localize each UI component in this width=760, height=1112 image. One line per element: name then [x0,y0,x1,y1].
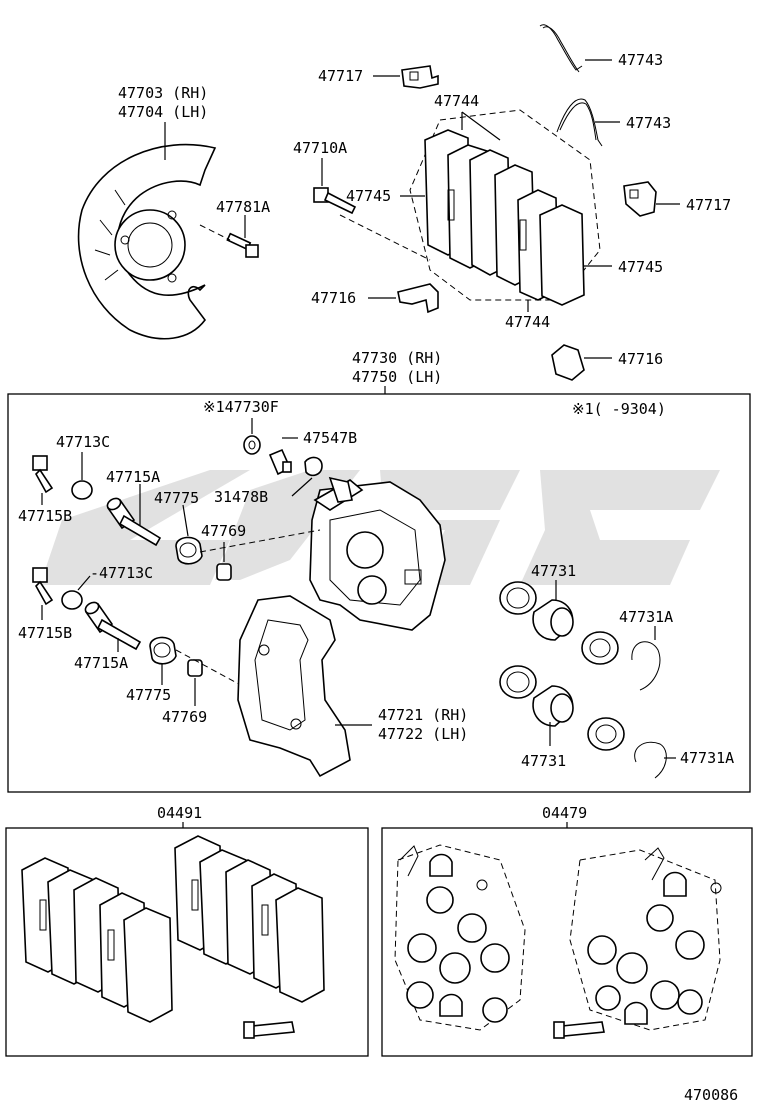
label-47744-bottom: 47744 [505,313,550,331]
label-47750: 47750 (LH) [352,368,442,386]
label-47715A-bottom: 47715A [74,654,128,672]
clip-47717-top [401,65,439,89]
pad-kit-box [5,827,369,1057]
bolt-47710A [313,187,357,215]
label-47715A-top: 47715A [106,468,160,486]
guide-pin-47715A-bottom [84,601,142,651]
dust-shield [77,143,217,340]
bolt-47715B-bottom [32,567,54,606]
label-47704: 47704 (LH) [118,103,208,121]
label-47731A-upper: 47731A [619,608,673,626]
bolt-47781A [226,232,259,258]
clip-47716-left [397,283,439,314]
label-147730F: ※147730F [203,398,279,416]
label-47716-right: 47716 [618,350,663,368]
label-47715B-bottom: 47715B [18,624,72,642]
label-47715B-top: 47715B [18,507,72,525]
label-47713C-bottom: -47713C [90,564,153,582]
label-47743-top: 47743 [618,51,663,69]
leader-31478B [291,477,313,497]
label-47716-left: 47716 [311,289,356,307]
leader-47744-top2 [461,111,501,141]
seal-kit-left [394,844,526,1031]
piston-seal-upper [499,581,537,615]
piston-boot-lower [587,717,625,751]
guide-pin-47715A-top [106,497,162,547]
label-47547B: 47547B [303,429,357,447]
bush-47769-top [216,563,232,581]
piston-seal-lower [499,665,537,699]
label-47713C-top: 47713C [56,433,110,451]
seal-kit-box [381,827,753,1057]
seal-kit-guide-pin [553,1021,605,1039]
label-04479: 04479 [542,804,587,822]
brake-pads-top [424,129,585,306]
boot-47775-top [175,536,203,565]
dash-pin-bottom [175,649,251,691]
label-47745-left: 47745 [346,187,391,205]
mounting-bracket [237,595,351,778]
bush-47769-bottom [187,659,203,677]
bleeder-47547B [268,448,292,476]
pad-kit-guide-pin [243,1021,295,1039]
label-47745-right: 47745 [618,258,663,276]
label-47717-top: 47717 [318,67,363,85]
label-47730: 47730 (RH) [352,349,442,367]
pad-kit-left-group [21,857,173,1023]
seal-kit-right [569,847,722,1031]
caliper-assembly-box [7,393,751,793]
boot-47775-bottom [149,636,177,665]
dash-47710A [339,214,431,261]
label-47731-lower: 47731 [521,752,566,770]
leader-47775-top [182,504,189,537]
piston-upper [532,599,574,641]
label-47703: 47703 (RH) [118,84,208,102]
label-47743-mid: 47743 [626,114,671,132]
piston-lower [532,685,574,727]
retaining-ring-lower [634,741,667,779]
washer-147730F [243,435,261,455]
bolt-47715B-top [32,455,54,494]
pad-kit-right-group [174,835,325,1003]
label-47722: 47722 (LH) [378,725,468,743]
piston-boot-upper [581,631,619,665]
retaining-ring-upper [631,641,661,691]
label-47717-right: 47717 [686,196,731,214]
clip-47716-right [551,344,585,381]
washer-47713C-bottom [61,590,83,610]
label-04491: 04491 [157,804,202,822]
spring-47743-top [539,24,583,73]
label-47731-upper: 47731 [531,562,576,580]
leader-47713C-bottom [77,575,91,591]
dash-47781A [199,224,231,241]
dash-pin-top [199,529,321,553]
label-47710A: 47710A [293,139,347,157]
label-47731A-lower: 47731A [680,749,734,767]
washer-47713C-top [71,480,93,500]
label-47744-top: 47744 [434,92,479,110]
label-31478B: 31478B [214,488,268,506]
label-47769-top: 47769 [201,522,246,540]
figure-number: 470086 [684,1086,738,1104]
label-47721: 47721 (RH) [378,706,468,724]
spring-47743-mid [556,98,603,147]
clip-47717-right [623,181,657,217]
label-47775-top: 47775 [154,489,199,507]
label-47769-bottom: 47769 [162,708,207,726]
cap-31478B [304,456,323,477]
label-note1: ※1( -9304) [572,400,666,418]
caliper-body [309,476,446,631]
label-47775-bottom: 47775 [126,686,171,704]
label-47781A: 47781A [216,198,270,216]
